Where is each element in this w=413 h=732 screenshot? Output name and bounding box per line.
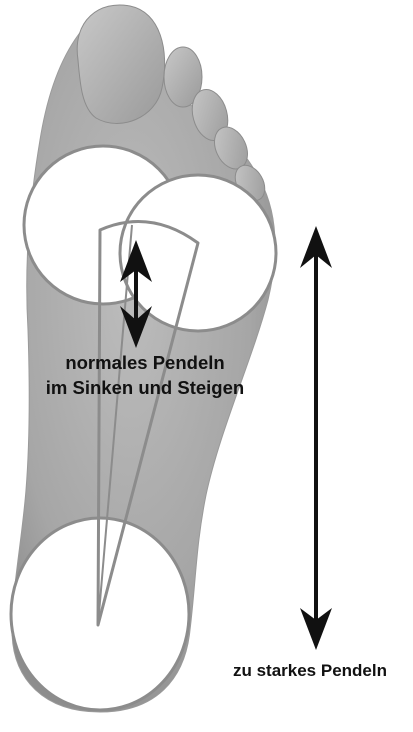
strong-swing-arrow [300, 226, 332, 650]
normal-swing-label: normales Pendeln im Sinken und Steigen [18, 350, 272, 400]
big-toe [77, 5, 164, 124]
normal-swing-label-line1: normales Pendeln [18, 350, 272, 375]
normal-swing-label-line2: im Sinken und Steigen [18, 375, 272, 400]
strong-swing-label: zu starkes Pendeln [210, 660, 410, 682]
forefoot-zone-outer [120, 175, 276, 331]
